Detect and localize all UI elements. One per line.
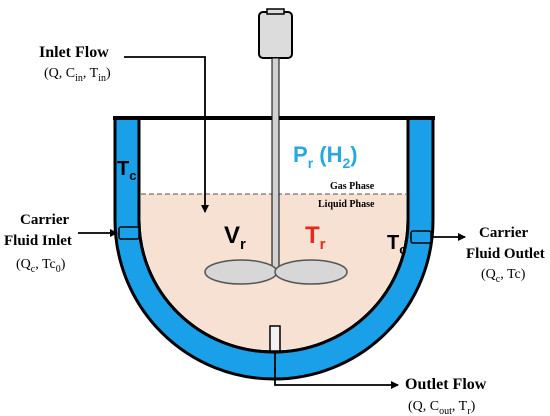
outlet-port [269,325,281,352]
inlet-flow-arrow [124,56,209,213]
outlet-flow-params: (Q, Cout, Tr) [408,399,476,416]
coolant-temperature-right-label: Tc [387,232,406,257]
reactor-temperature-label: Tr [305,222,326,253]
carrier-outlet-line1: Carrier [479,225,528,241]
carrier-outlet-line2: Fluid Outlet [466,246,545,262]
inlet-flow-params: (Q, Cin, Tin) [44,66,111,84]
coolant-temperature-left-label: Tc [117,158,136,183]
inlet-flow-title: Inlet Flow [39,44,109,61]
gas-phase-label: Gas Phase [330,181,375,192]
impeller-left-paddle [204,259,278,285]
carrier-inlet-line2: Fluid Inlet [4,233,72,249]
carrier-inlet-line1: Carrier [20,212,69,228]
outlet-flow-arrow [274,351,399,389]
stirrer-shaft [271,57,280,274]
liquid-phase-label: Liquid Phase [318,199,375,210]
carrier-outlet-params: (Qc, Tc) [481,267,526,285]
carrier-inlet-params: (Qc, Tc0) [16,257,66,275]
reactor-volume-label: Vr [224,222,246,253]
outlet-flow-title: Outlet Flow [405,376,487,393]
reactor-pressure-label: Pr (H2) [293,142,358,171]
carrier-inlet-port [118,226,140,240]
stirrer-motor [258,11,293,59]
carrier-outlet-port [410,230,432,244]
impeller-right-paddle [274,259,348,285]
